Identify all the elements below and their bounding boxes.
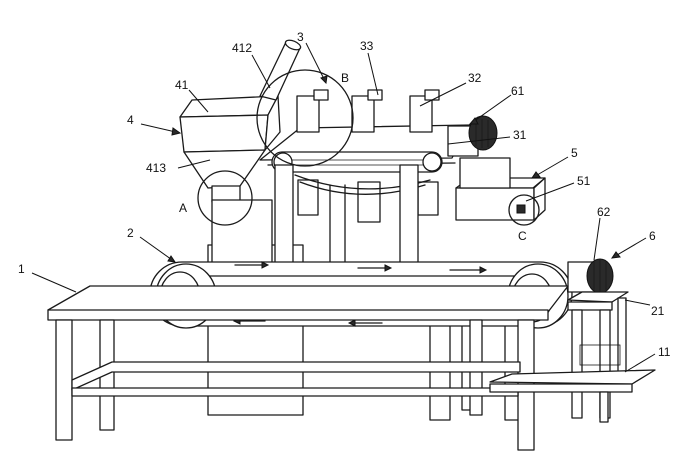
label-detail-b: B (341, 71, 349, 85)
label-6: 6 (649, 229, 656, 243)
label-1: 1 (18, 262, 25, 276)
main-table (47, 285, 569, 451)
label-41: 41 (175, 78, 189, 92)
discharge-pipe (259, 39, 302, 101)
label-33: 33 (360, 39, 374, 53)
control-box (455, 157, 546, 221)
label-51: 51 (577, 174, 591, 188)
label-62: 62 (597, 205, 611, 219)
side-stand (567, 291, 629, 419)
motor-62 (567, 258, 614, 294)
leader-lines (31, 42, 656, 373)
collection-tray (489, 369, 656, 423)
label-61: 61 (511, 84, 525, 98)
compression-unit (259, 89, 471, 223)
hopper (179, 95, 281, 203)
detail-circle-b (256, 69, 354, 167)
label-5: 5 (571, 146, 578, 160)
label-2: 2 (127, 226, 134, 240)
label-detail-a: A (179, 201, 187, 215)
label-412: 412 (232, 41, 252, 55)
detail-circle-c (508, 194, 540, 226)
part-labels: 1 2 3 4 5 6 11 21 31 32 33 41 51 61 62 4… (18, 30, 671, 359)
label-21: 21 (651, 304, 665, 318)
label-3: 3 (297, 30, 304, 44)
label-32: 32 (468, 71, 482, 85)
label-detail-c: C (518, 229, 527, 243)
hopper-column (211, 199, 273, 271)
label-4: 4 (127, 113, 134, 127)
detail-circle-a (197, 170, 253, 226)
label-413: 413 (146, 161, 166, 175)
label-31: 31 (513, 128, 527, 142)
label-11: 11 (658, 345, 671, 359)
